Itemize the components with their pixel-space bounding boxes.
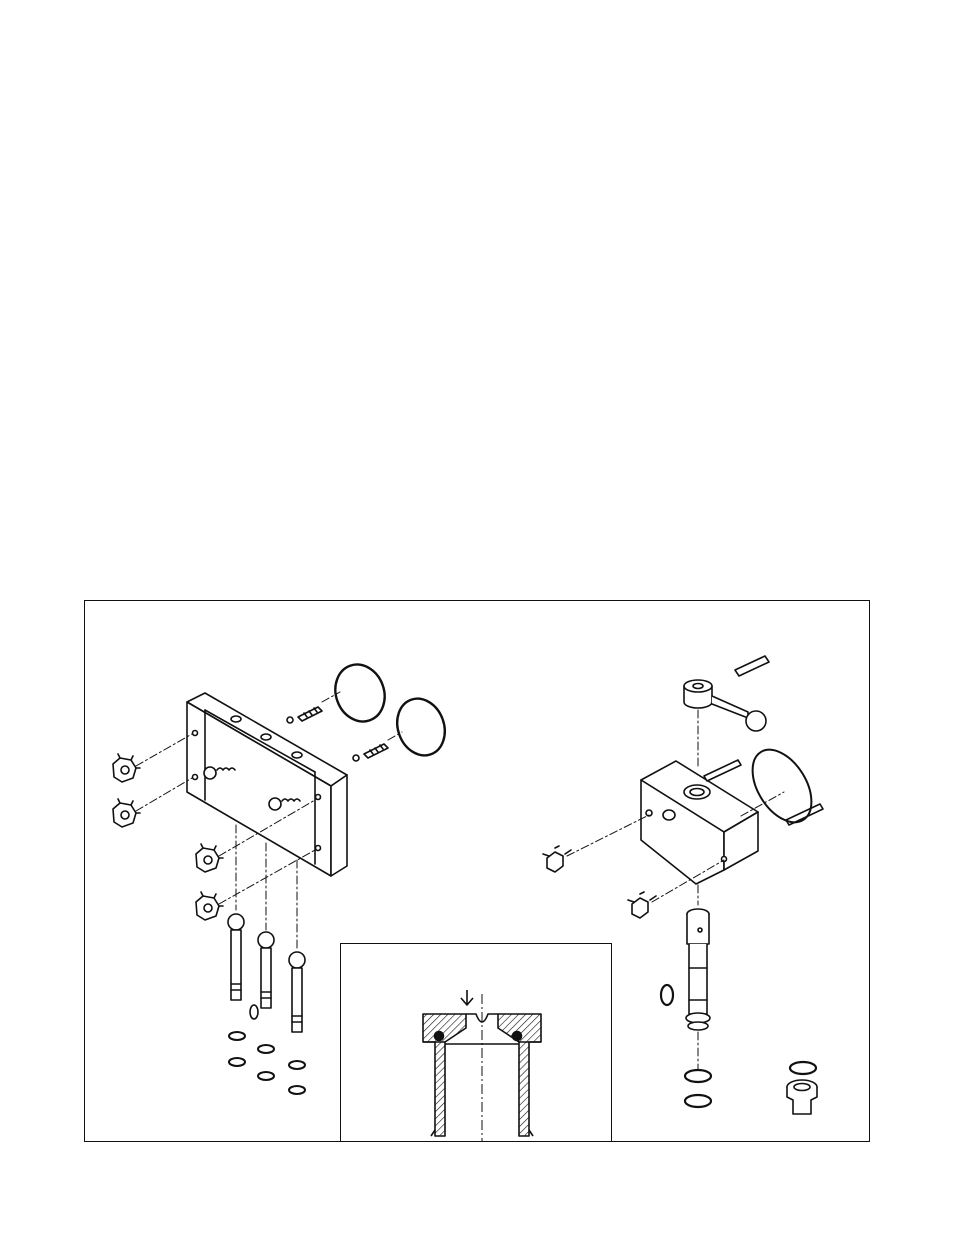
valve-stems [228,914,305,1032]
valve-piston [686,909,710,1030]
valve-housing [641,761,758,884]
flow-arrow-icon [461,990,473,1005]
large-o-rings [328,658,453,763]
manifold-block [187,693,347,876]
handle-pin [735,656,769,676]
section-left-wall [423,1014,466,1136]
bushing [787,1080,817,1114]
section-right-wall [498,1014,541,1136]
wing-nuts [543,846,656,918]
valve-handle [684,680,766,731]
section-view-inset [340,943,612,1142]
cross-section-detail [341,944,613,1143]
small-o-rings [229,1032,305,1094]
